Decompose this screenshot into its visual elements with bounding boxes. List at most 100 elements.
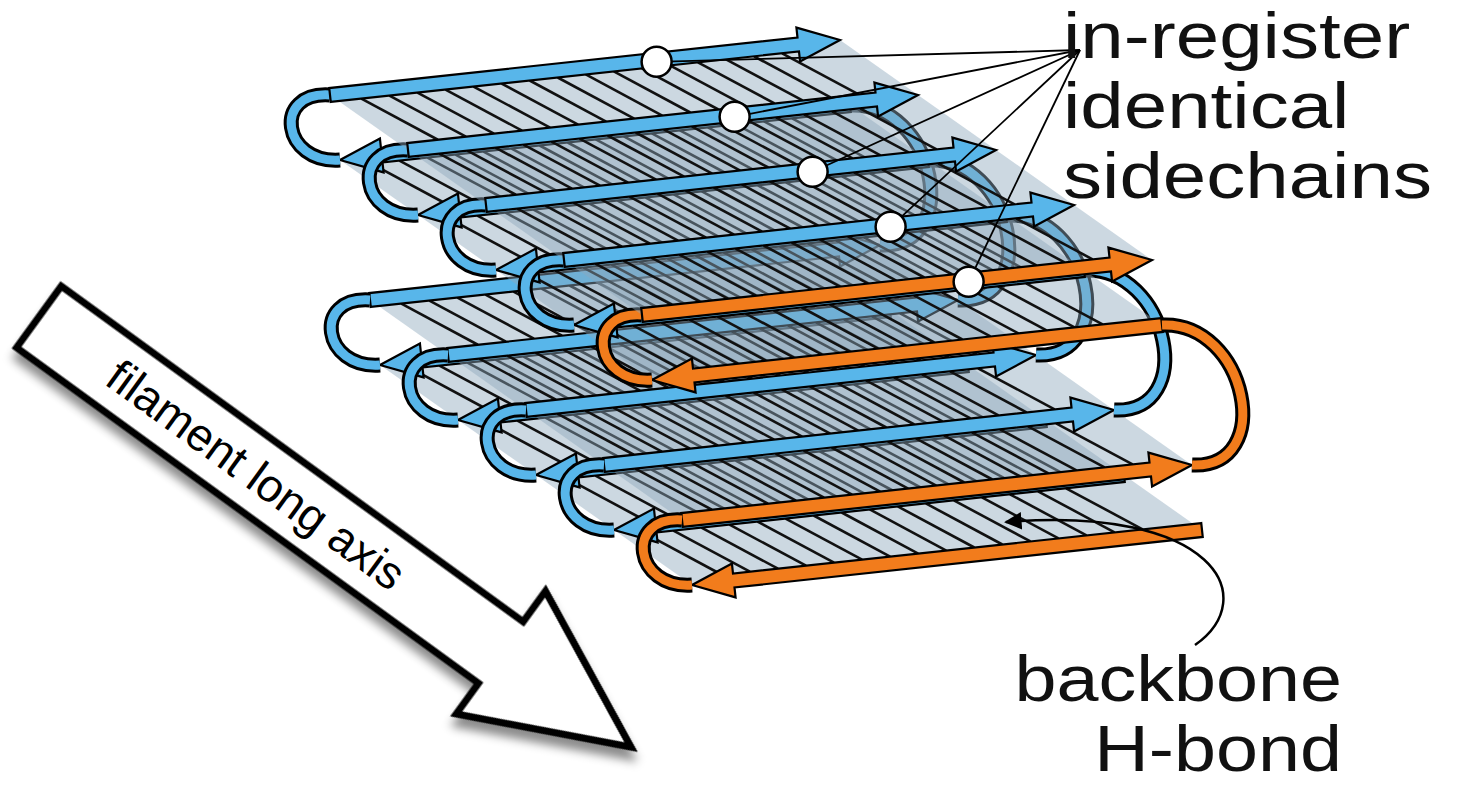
- hbond-line: [764, 246, 840, 287]
- hbond-line: [429, 301, 505, 342]
- hbond-line: [736, 249, 812, 290]
- hbond-line: [950, 371, 1026, 412]
- hbond-line: [982, 497, 1058, 538]
- hbond-line: [479, 359, 555, 400]
- hbond-line: [916, 438, 992, 479]
- hbond-line: [389, 96, 465, 137]
- hbond-line: [904, 230, 980, 271]
- hbond-line: [1000, 429, 1076, 470]
- hbond-line: [886, 298, 962, 339]
- hbond-line: [446, 90, 522, 131]
- hbond-line: [502, 84, 578, 125]
- hbond-line: [730, 525, 806, 566]
- loop-fill: [487, 410, 536, 475]
- hbond-line: [670, 65, 746, 106]
- hbond-line: [673, 531, 749, 572]
- hbond-line: [664, 129, 740, 170]
- loop-outline: [447, 205, 496, 270]
- hbond-line: [586, 74, 662, 115]
- hbond-line: [439, 154, 515, 195]
- hbond-line: [651, 258, 727, 299]
- hbond-line: [661, 323, 737, 364]
- hbond-line: [635, 469, 711, 510]
- hbond-line: [792, 242, 868, 283]
- turn-loop: [291, 95, 340, 160]
- hbond-line: [776, 454, 852, 495]
- sidechain-circle: [798, 157, 828, 187]
- beta-strand: [563, 193, 1074, 267]
- beta-strand: [329, 28, 840, 102]
- pointer-curve: [1006, 520, 1224, 645]
- hbond-line: [988, 221, 1064, 262]
- loop-outline: [487, 410, 536, 475]
- hbond-line: [810, 386, 886, 427]
- sidechain-circle: [720, 102, 750, 132]
- hbond-line: [960, 224, 1036, 265]
- hbond-line: [748, 457, 824, 498]
- hbond-line: [495, 148, 571, 189]
- hbond-line: [701, 528, 777, 569]
- turn-loop: [565, 465, 614, 530]
- beta-strand: [603, 398, 1114, 472]
- hbond-line: [686, 191, 762, 232]
- hbond-line: [860, 108, 936, 149]
- beta-strand: [681, 453, 1192, 527]
- beta-strand: [652, 318, 1163, 392]
- turn-loop: [447, 205, 496, 270]
- hbond-line: [623, 261, 699, 302]
- hbond-line: [978, 368, 1054, 409]
- hbond-line: [698, 62, 774, 103]
- loop-fill: [1162, 325, 1243, 465]
- hbond-line: [517, 209, 593, 250]
- hbond-line: [720, 460, 796, 501]
- loop-fill: [447, 205, 496, 270]
- hbond-line: [782, 53, 858, 94]
- hbond-line: [714, 187, 790, 228]
- hbond-line: [524, 145, 600, 186]
- annotation-label: in-register identical sidechains: [1063, 1, 1463, 211]
- hbond-line: [782, 389, 858, 430]
- hbond-line: [970, 289, 1046, 330]
- leader-line: [891, 50, 1080, 227]
- hbond-line: [692, 126, 768, 167]
- loop-outline: [525, 260, 574, 325]
- beta-strand: [407, 83, 918, 157]
- hbond-line: [670, 402, 746, 443]
- hbond-line: [718, 317, 794, 358]
- hbond-line: [804, 114, 880, 155]
- hbond-line: [938, 163, 1014, 204]
- turn-loop: [487, 410, 536, 475]
- hbond-line: [898, 506, 974, 547]
- hbond-line: [558, 77, 634, 118]
- hbond-line: [608, 136, 684, 177]
- hbond-line: [826, 175, 902, 216]
- hbond-line: [636, 132, 712, 173]
- sidechain-circle: [642, 47, 672, 77]
- hbond-line: [830, 304, 906, 345]
- hbond-line: [580, 139, 656, 180]
- hbond-line: [530, 81, 606, 122]
- hbond-line: [507, 356, 583, 397]
- loop-outline: [369, 150, 418, 215]
- hbond-line: [361, 99, 437, 140]
- hbond-line: [642, 405, 718, 446]
- hbond-line: [467, 151, 543, 192]
- sidechains: [642, 47, 984, 297]
- hbond-line: [926, 503, 1002, 544]
- hbond-line: [860, 444, 936, 485]
- arrow-outline: [0, 255, 676, 792]
- hbond-line: [401, 304, 477, 345]
- hbond-line: [726, 59, 802, 100]
- loop-fill: [369, 150, 418, 215]
- hbond-line: [754, 392, 830, 433]
- loop-fill: [331, 300, 380, 365]
- hbond-line: [552, 142, 628, 183]
- hbond-line: [854, 172, 930, 213]
- hbond-line: [894, 377, 970, 418]
- turn-loop: [643, 520, 692, 585]
- hbond-line: [814, 516, 890, 557]
- hbond-line: [754, 56, 830, 97]
- loop-outline: [291, 95, 340, 160]
- hbond-line: [802, 307, 878, 348]
- loop-fill: [409, 355, 458, 420]
